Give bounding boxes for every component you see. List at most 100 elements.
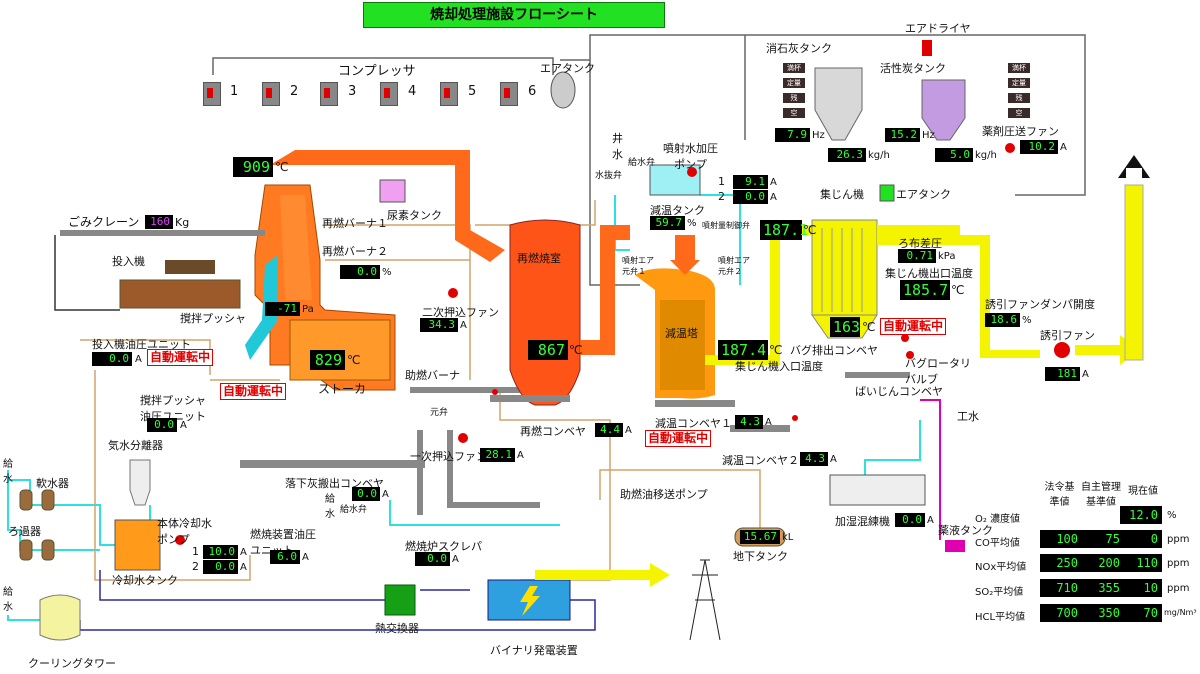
kgh-unit: kg/h <box>975 150 997 161</box>
body-pump-2-num: 2 <box>192 560 199 573</box>
crane-unit: Kg <box>175 216 190 229</box>
compressor-1[interactable] <box>203 82 221 106</box>
aux-burner-label: 助燃バーナ <box>405 369 460 382</box>
compressor-5[interactable] <box>440 82 458 106</box>
emissions-hcl-self: 350 <box>1082 604 1124 622</box>
bag-diff-label: ろ布差圧 <box>898 237 942 250</box>
dust-outlet-temp: 185.7 <box>900 280 950 300</box>
emissions-co-now: 0 <box>1124 530 1162 548</box>
reburner2-label: 再燃バーナ２ <box>322 245 388 258</box>
compressor-2-num: 2 <box>290 84 299 99</box>
unit-a: A <box>927 515 934 526</box>
emissions-header-now: 現在値 <box>1128 486 1158 497</box>
compressor-5-num: 5 <box>468 84 477 99</box>
compressor-4[interactable] <box>380 82 398 106</box>
emissions-row-name: HCL平均値 <box>975 612 1026 623</box>
reburn-room-label: 再燃焼室 <box>517 252 561 265</box>
compressor-6-num: 6 <box>528 84 537 99</box>
hz-unit: Hz <box>922 130 935 141</box>
reburn-conv-label: 再燃コンベヤ <box>520 425 586 438</box>
compressor-3[interactable] <box>320 82 338 106</box>
compressor-2[interactable] <box>262 82 280 106</box>
spray-line-2: 2 <box>718 190 725 203</box>
lime-hz: 7.9 <box>775 128 810 142</box>
fuel-oil-current: 6.0 <box>270 550 300 564</box>
chem-fan-current: 10.2 <box>1020 140 1058 154</box>
cool-auto-badge: 自動運転中 <box>645 430 712 447</box>
spray-line-1: 1 <box>718 175 725 188</box>
softener-label: 軟水器 <box>36 477 69 490</box>
carbon-feed: 5.0 <box>935 148 973 162</box>
unit-a: A <box>517 450 524 461</box>
cool-tank-label: 冷却水タンク <box>112 574 178 587</box>
unit-a: A <box>1060 142 1067 153</box>
secondary-fan-current: 34.3 <box>420 318 458 332</box>
motor-valve-label: 元弁 <box>430 408 449 418</box>
temp-unit: ℃ <box>347 353 361 367</box>
unit-a: A <box>770 177 777 188</box>
temp-unit: ℃ <box>951 283 965 297</box>
compressor-label: コンプレッサ <box>338 64 416 79</box>
temp-unit: ℃ <box>569 343 583 357</box>
unit-a: A <box>830 454 837 465</box>
reburner1-label: 再燃バーナ１ <box>322 217 388 230</box>
emissions-nox-self: 200 <box>1082 554 1124 572</box>
urea-tank-label: 尿素タンク <box>387 209 442 222</box>
cool-conv2-current: 4.3 <box>800 452 828 466</box>
lime-fixed-indicator: 定量 <box>783 78 805 88</box>
dust-collector-label: 集じん機 <box>820 188 864 201</box>
id-fan-current: 181 <box>1045 367 1080 381</box>
emissions-so2-std: 710 <box>1040 579 1082 597</box>
emissions-row-name: SO₂平均値 <box>975 587 1024 598</box>
pusher-oil-current: 0.0 <box>147 418 177 432</box>
lime-tank-label: 消石灰タンク <box>766 42 832 55</box>
unit-pct: % <box>687 218 697 229</box>
carbon-remain-indicator: 残 <box>1008 93 1030 103</box>
emissions-o2-now: 12.0 <box>1120 506 1162 524</box>
emissions-header-self: 自主管理基準値 <box>1081 482 1121 508</box>
lime-full-indicator: 満杯 <box>783 63 805 73</box>
temp-unit: ℃ <box>803 223 817 237</box>
emissions-unit: ppm <box>1167 558 1190 569</box>
emissions-unit: % <box>1167 510 1177 521</box>
spray-tank-level: 59.7 <box>650 216 685 230</box>
damper-value: 18.6 <box>985 313 1020 327</box>
reburn-temp: 867 <box>528 340 568 360</box>
stoker-label: ストーカ <box>318 382 367 396</box>
underground-tank-label: 地下タンク <box>733 550 788 563</box>
air-tank-2-label: エアタンク <box>896 188 951 201</box>
compressor-3-num: 3 <box>348 84 357 99</box>
feeder-auto-badge: 自動運転中 <box>147 349 214 366</box>
furnace-top-temp: 909 <box>233 157 273 177</box>
spray-tank-label: 減温タンク <box>650 204 705 217</box>
stoker-auto-badge: 自動運転中 <box>220 383 287 400</box>
emissions-unit: mg/Nm³ <box>1164 608 1197 617</box>
rotary-valve-label: バグロータリバルブ <box>905 357 971 386</box>
supply-valve-label: 給水弁 <box>340 505 368 515</box>
unit-a: A <box>770 192 777 203</box>
furnace-mid-temp: 829 <box>310 350 345 370</box>
emissions-row-name: O₂ 濃度値 <box>975 514 1021 525</box>
temp-unit: ℃ <box>275 160 289 174</box>
compressor-1-num: 1 <box>230 84 239 99</box>
cool-tower-label: 減温塔 <box>665 327 698 340</box>
feed-water-1-label: 給水 <box>3 459 13 485</box>
carbon-empty-indicator: 空 <box>1008 108 1030 118</box>
chem-tank-label: 薬液タンク <box>938 524 993 537</box>
compressor-6[interactable] <box>500 82 518 106</box>
hz-unit: Hz <box>812 130 825 141</box>
oil-pump-label: 助燃油移送ポンプ <box>620 488 708 501</box>
reburner-pct: 0.0 <box>340 265 380 279</box>
cool-conv1-current: 4.3 <box>735 415 763 429</box>
unit-a: A <box>240 562 247 573</box>
filter-label: ろ過器 <box>8 525 41 538</box>
secondary-fan-label: 二次押込ファン <box>422 306 499 319</box>
pusher-label: 撹拌プッシャ <box>180 312 246 325</box>
dust-out-temp-label: 集じん機出口温度 <box>885 267 973 280</box>
bag-auto-badge: 自動運転中 <box>880 318 947 335</box>
cool-tower-temp: 187.4 <box>718 340 768 360</box>
lime-remain-indicator: 残 <box>783 93 805 103</box>
unit-a: A <box>302 552 309 563</box>
spray-1-current: 9.1 <box>733 175 768 189</box>
